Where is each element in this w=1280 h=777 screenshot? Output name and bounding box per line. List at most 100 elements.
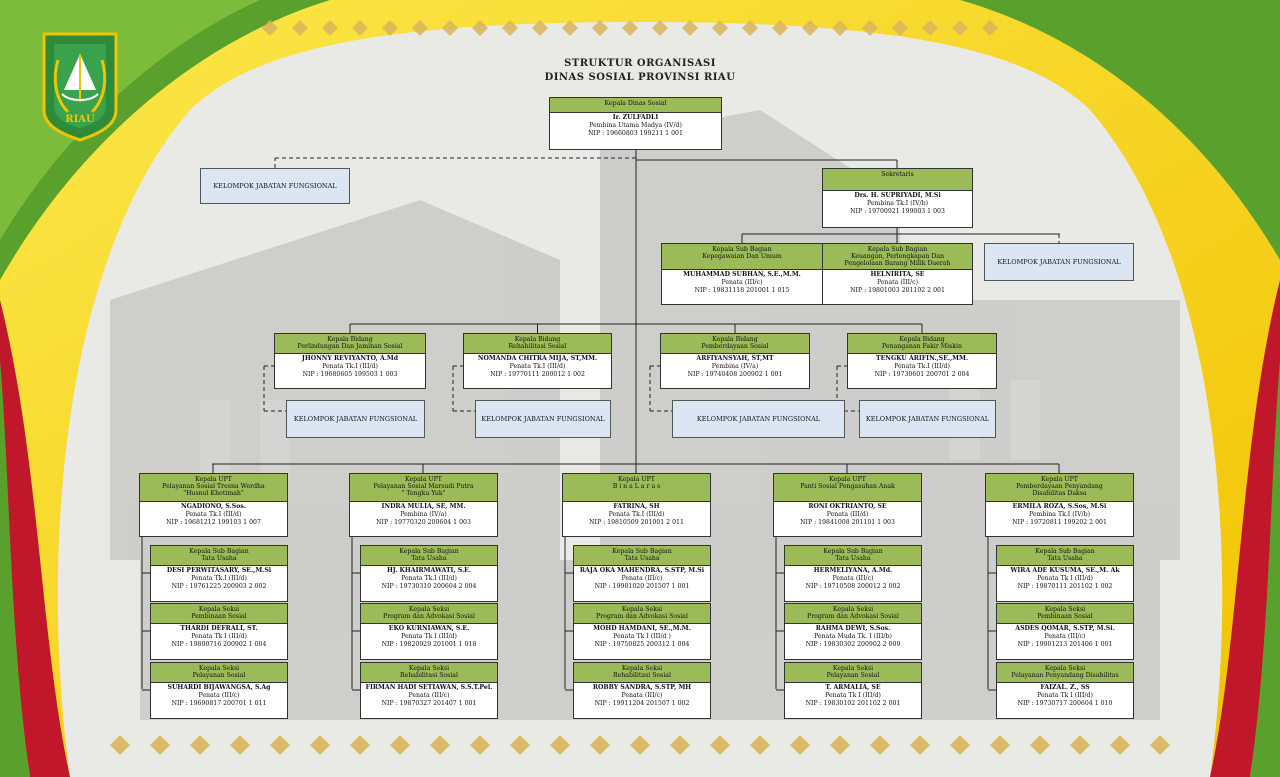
person-name: FATRINA, SH: [613, 503, 660, 510]
person-rank: Penata (III/c): [876, 279, 919, 286]
logo-text: RIAU: [65, 114, 95, 125]
position-title: Kepala UPT Pemberdayaan Penyandang Disab…: [986, 474, 1133, 502]
person-nip: NIP : 19730717 200604 1 010: [1017, 700, 1113, 707]
position-title: Kepala UPT Pelayanan Sosial Tresna Werdh…: [140, 474, 287, 502]
person-nip: NIP : 19831118 201001 1 015: [694, 287, 790, 294]
person-nip: NIP : 19730310 200604 2 004: [381, 583, 477, 590]
person-details: HJ. KHAIRMAWATI, S.E.Penata Tk.I (III/d)…: [361, 566, 497, 601]
person-name: ASDES QOMAR, S.STP, M.Si.: [1015, 625, 1115, 632]
position-title: Kepala Bidang Penanganan Fakir Miskin: [848, 334, 996, 354]
kelompok-fungsional-bidang-2: KELOMPOK JABATAN FUNGSIONAL: [475, 400, 611, 438]
upt-head-box-5: Kepala UPT Pemberdayaan Penyandang Disab…: [985, 473, 1134, 537]
person-name: Drs. H. SUPRIYADI, M.Si: [854, 192, 941, 199]
position-title: Kepala UPT Panti Sosial Pengasuhan Anak: [774, 474, 921, 502]
person-name: Ir. ZULFADLI: [612, 114, 659, 121]
person-nip: NIP : 19801003 201102 2 001: [850, 287, 945, 294]
person-name: THARDI DEFRALI, ST.: [180, 625, 258, 632]
person-nip: NIP : 19901213 201406 1 001: [1017, 641, 1113, 648]
person-details: INDRA MULIA, SE, MM.Pembina (IV/a)NIP : …: [350, 502, 497, 536]
person-nip: NIP : 19690817 200701 1 011: [171, 700, 267, 707]
person-name: T. ARMALIA, SE: [825, 684, 881, 691]
person-rank: Penata Tk.I (III/d): [894, 363, 950, 370]
upt-sub-box-3-2: Kepala Seksi Program dan Advokasi Sosial…: [573, 603, 711, 660]
person-rank: Penata Tk.I (III/d): [509, 363, 566, 370]
person-details: MOHD HAMDANI, SE.,M.M.Penata Tk I (III/d…: [574, 624, 710, 659]
person-name: HELNIRITA, SE: [870, 271, 925, 278]
person-name: RONI OKTRIANTO, SE: [808, 503, 887, 510]
person-name: RAJA OKA MAHENDRA, S.STP, M.Si: [579, 567, 705, 574]
upt-sub-box-5-3: Kepala Seksi Pelayanan Penyandang Disabi…: [996, 662, 1134, 719]
person-rank: Penata Tk I (III/d): [825, 692, 881, 699]
person-rank: Penata (III/c): [832, 575, 874, 582]
person-details: HERMELIYANA, A.Md.Penata (III/c)NIP : 19…: [785, 566, 921, 601]
position-title: Kepala Bidang Pemberdayaan Sosial: [661, 334, 809, 354]
person-nip: NIP : 19730601 200701 2 004: [874, 371, 970, 378]
person-name: ROBBY SANDRA, S.STP, MH: [592, 684, 692, 691]
person-nip: NIP : 19800716 200902 1 004: [171, 641, 267, 648]
person-name: ARFIYANSYAH, ST,MT: [696, 355, 774, 362]
person-name: FIRMAN HADI SETIAWAN, S.S.T.Pel.: [365, 684, 493, 691]
kelompok-fungsional-bidang-4: KELOMPOK JABATAN FUNGSIONAL: [859, 400, 996, 438]
person-rank: Penata (III/c): [1044, 633, 1086, 640]
person-nip: NIP : 19820929 201001 1 018: [381, 641, 477, 648]
person-nip: NIP : 19870327 201407 1 001: [381, 700, 477, 707]
person-name: TENGKU ARIFIN.,SE.,MM.: [875, 355, 968, 362]
upt-head-box-2: Kepala UPT Pelayanan Sosial Marsudi Putr…: [349, 473, 498, 537]
person-name: MOHD HAMDANI, SE.,M.M.: [593, 625, 691, 632]
person-details: FIRMAN HADI SETIAWAN, S.S.T.Pel.Penata (…: [361, 683, 497, 718]
person-name: HJ. KHAIRMAWATI, S.E.: [386, 567, 472, 574]
person-rank: Penata (III/c): [198, 692, 240, 699]
person-rank: Penata Tk I (III/d): [191, 633, 247, 640]
person-nip: NIP : 19830102 201102 2 001: [805, 700, 901, 707]
position-title: Kepala Bidang Perlindungan Dan Jaminan S…: [275, 334, 425, 354]
chart-title-line1: STRUKTUR ORGANISASI: [564, 58, 716, 69]
person-name: ERMILA ROZA, S.Sos, M.Si: [1012, 503, 1107, 510]
position-title: Kepala Seksi Program dan Advokasi Sosial: [785, 604, 921, 624]
position-title: Kepala Seksi Program dan Advokasi Sosial: [574, 604, 710, 624]
person-rank: Penata (III/d): [826, 511, 869, 518]
person-nip: NIP : 19700921 199003 1 003: [850, 208, 945, 215]
position-title: Kepala Sub Bagian Tata Usaha: [574, 546, 710, 566]
person-rank: Penata (III/c): [721, 279, 763, 286]
person-rank: Penata Tk I (III/d): [1037, 575, 1093, 582]
person-name: MUHAMMAD SUBHAN, S.E.,M.M.: [683, 271, 801, 278]
subbag-keuangan-box: Kepala Sub Bagian Keuangan, Perlengkapan…: [822, 243, 973, 305]
position-title: Kepala Sub Bagian Keuangan, Perlengkapan…: [823, 244, 972, 270]
person-nip: NIP : 19770320 200604 1 003: [376, 519, 471, 526]
person-nip: NIP : 19770111 200012 1 002: [490, 371, 585, 378]
person-nip: NIP : 19911204 201507 1 002: [594, 700, 690, 707]
position-title: Kepala UPT Pelayanan Sosial Marsudi Putr…: [350, 474, 497, 502]
position-title: Kepala Sub Bagian Tata Usaha: [361, 546, 497, 566]
person-nip: NIP : 19680605 199503 1 003: [302, 371, 398, 378]
person-name: WIRA ADE KUSUMA, SE.,M. Ak: [1010, 567, 1120, 574]
person-nip: NIP : 19810509 201001 2 011: [589, 519, 684, 526]
person-details: THARDI DEFRALI, ST.Penata Tk I (III/d)NI…: [151, 624, 287, 659]
upt-sub-box-2-2: Kepala Seksi Program dan Advokasi Sosial…: [360, 603, 498, 660]
person-nip: NIP : 19761225 200903 2 002: [171, 583, 267, 590]
person-rank: Penata (III/c): [621, 575, 663, 582]
position-title: Kepala Sub Bagian Tata Usaha: [997, 546, 1133, 566]
person-nip: NIP : 19901020 201507 1 001: [594, 583, 690, 590]
position-title: Kepala Seksi Pembinaan Sosial: [151, 604, 287, 624]
person-details: NOMANDA CHITRA MIJA, ST,MM.Penata Tk.I (…: [464, 354, 611, 388]
upt-sub-box-4-2: Kepala Seksi Program dan Advokasi Sosial…: [784, 603, 922, 660]
